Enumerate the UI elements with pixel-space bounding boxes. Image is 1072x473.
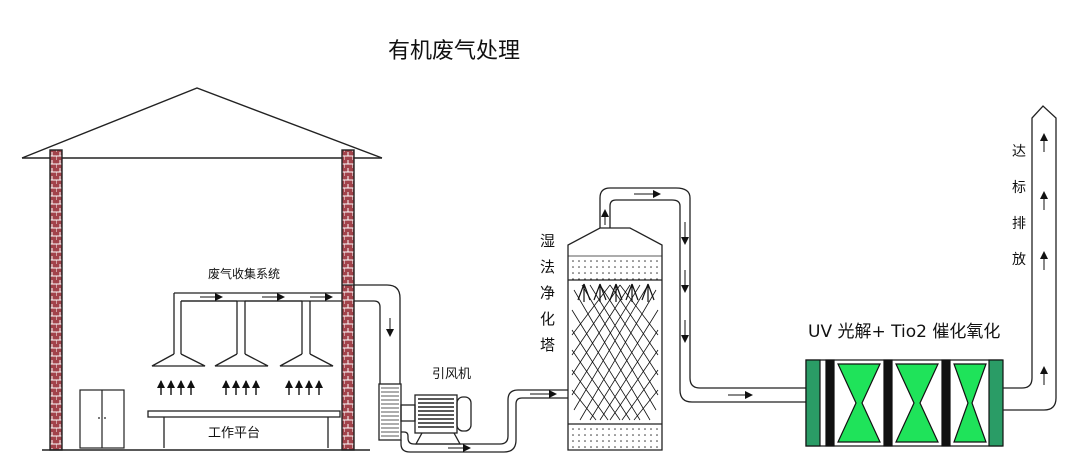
- svg-text:湿: 湿: [540, 232, 555, 250]
- collection-label: 废气收集系统: [208, 266, 280, 281]
- svg-text:达: 达: [1012, 144, 1026, 160]
- fan-label: 引风机: [432, 367, 471, 382]
- svg-text:净: 净: [540, 284, 555, 302]
- scrubber-packing: [571, 284, 659, 421]
- svg-text:放: 放: [1012, 252, 1026, 268]
- svg-text:标: 标: [1012, 180, 1026, 196]
- exhaust-stack: [1003, 105, 1057, 411]
- svg-text:塔: 塔: [540, 336, 555, 354]
- wet-scrubber-tower: [567, 227, 663, 451]
- spray-nozzles: [577, 283, 655, 302]
- uv-catalytic-unit: [805, 359, 1004, 447]
- exhaust-label: 达 标 排 放: [1012, 144, 1026, 268]
- right-brick-wall: [341, 149, 355, 451]
- fan-to-tower-duct: [400, 389, 568, 453]
- cabinet-door: [79, 389, 125, 449]
- platform-label: 工作平台: [208, 426, 260, 441]
- extraction-hoods: [151, 353, 334, 367]
- svg-text:排: 排: [1012, 216, 1026, 232]
- work-platform: [147, 410, 341, 448]
- collection-duct: [173, 292, 342, 354]
- workshop-building: [21, 87, 383, 451]
- upward-arrows: [157, 380, 323, 395]
- tower-to-uv-duct: [599, 187, 806, 403]
- main-duct: [342, 284, 401, 384]
- diagram-title: 有机废气处理: [388, 39, 520, 64]
- left-brick-wall: [49, 149, 63, 451]
- uv-label: UV 光解+ Tio2 催化氧化: [808, 322, 1000, 342]
- tower-label: 湿 法 净 化 塔: [540, 232, 555, 354]
- svg-text:法: 法: [540, 258, 555, 276]
- induced-draft-fan: [378, 383, 472, 445]
- duct-flow-arrows-2: [601, 190, 753, 399]
- svg-text:化: 化: [540, 310, 555, 328]
